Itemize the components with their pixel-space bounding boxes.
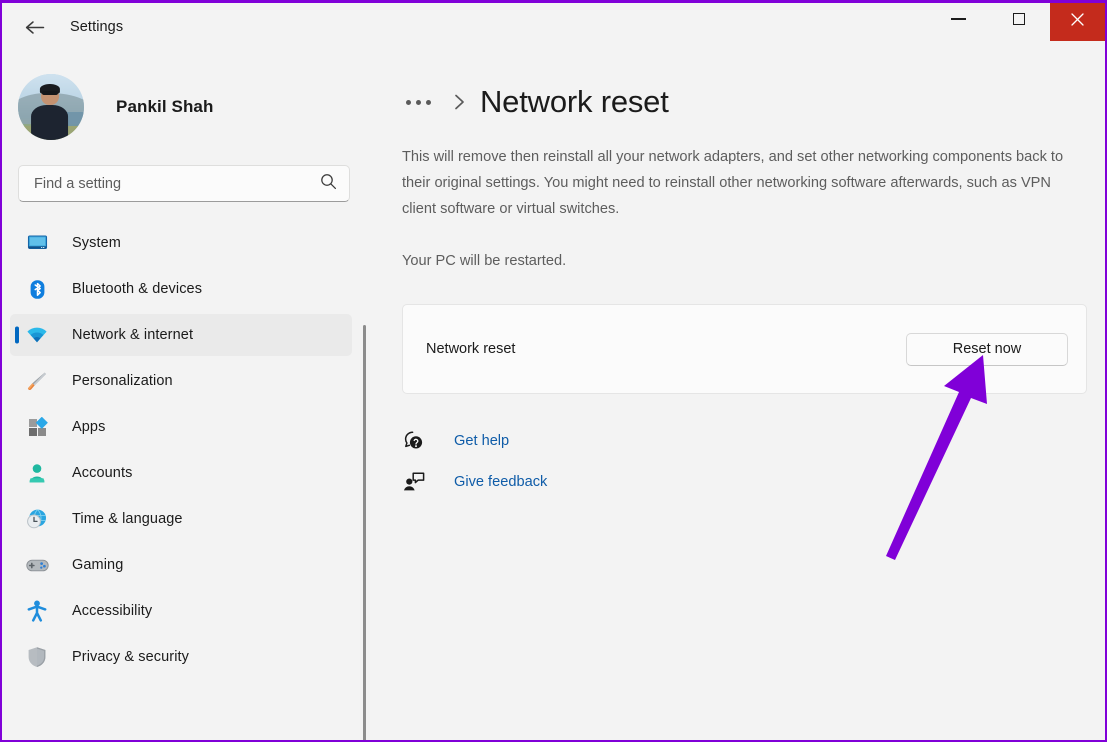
avatar bbox=[18, 73, 84, 140]
sidebar-item-bluetooth-devices[interactable]: Bluetooth & devices bbox=[10, 268, 352, 310]
page-description: This will remove then reinstall all your… bbox=[402, 149, 1064, 217]
link-label: Give feedback bbox=[454, 473, 548, 490]
back-arrow-icon bbox=[24, 19, 45, 36]
sidebar: Pankil Shah bbox=[2, 61, 366, 740]
monitor-icon bbox=[24, 231, 50, 255]
sidebar-item-label: Accounts bbox=[72, 465, 133, 481]
bluetooth-icon bbox=[24, 277, 50, 301]
wifi-icon bbox=[24, 323, 50, 347]
support-links: Get help Give feedback bbox=[402, 420, 1085, 502]
breadcrumb-overflow-button[interactable] bbox=[402, 94, 435, 111]
clock-globe-icon bbox=[24, 507, 50, 531]
chevron-right-icon bbox=[453, 93, 466, 111]
feedback-person-bubble-icon bbox=[402, 470, 426, 494]
close-button[interactable] bbox=[1050, 3, 1105, 41]
minimize-icon bbox=[950, 18, 966, 20]
user-profile[interactable]: Pankil Shah bbox=[2, 61, 366, 143]
shield-icon bbox=[24, 645, 50, 669]
sidebar-item-accounts[interactable]: Accounts bbox=[10, 452, 352, 494]
sidebar-item-system[interactable]: System bbox=[10, 222, 352, 264]
sidebar-scrollbar[interactable] bbox=[363, 325, 366, 740]
sidebar-item-time-language[interactable]: Time & language bbox=[10, 498, 352, 540]
help-question-bubble-icon bbox=[402, 429, 426, 453]
minimize-button[interactable] bbox=[928, 3, 988, 35]
sidebar-item-label: Time & language bbox=[72, 511, 183, 527]
gamepad-icon bbox=[24, 553, 50, 577]
get-help-link[interactable]: Get help bbox=[402, 420, 509, 461]
sidebar-item-label: Bluetooth & devices bbox=[72, 281, 203, 297]
card-label: Network reset bbox=[426, 341, 516, 357]
maximize-button[interactable] bbox=[988, 3, 1050, 35]
window-controls bbox=[928, 3, 1105, 41]
search-box[interactable] bbox=[18, 165, 350, 202]
sidebar-item-personalization[interactable]: Personalization bbox=[10, 360, 352, 402]
page-title: Network reset bbox=[480, 84, 669, 119]
reset-now-button[interactable]: Reset now bbox=[906, 332, 1068, 366]
sidebar-nav: System Bluetooth & devices bbox=[2, 222, 366, 702]
title-bar-left: Settings bbox=[2, 3, 123, 51]
title-bar: Settings bbox=[2, 3, 1105, 61]
network-reset-card: Network reset Reset now bbox=[402, 304, 1087, 394]
sidebar-item-label: Personalization bbox=[72, 373, 173, 389]
breadcrumb: Network reset bbox=[402, 75, 1085, 129]
sidebar-item-apps[interactable]: Apps bbox=[10, 406, 352, 448]
link-label: Get help bbox=[454, 432, 510, 449]
profile-name: Pankil Shah bbox=[116, 96, 214, 116]
sidebar-item-label: Apps bbox=[72, 419, 106, 435]
person-icon bbox=[24, 461, 50, 485]
paintbrush-icon bbox=[24, 369, 50, 393]
sidebar-item-privacy-security[interactable]: Privacy & security bbox=[10, 636, 352, 678]
sidebar-item-label: Network & internet bbox=[72, 327, 194, 343]
give-feedback-link[interactable]: Give feedback bbox=[402, 461, 547, 502]
apps-grid-icon bbox=[24, 415, 50, 439]
main-content: Network reset This will remove then rein… bbox=[366, 61, 1105, 740]
restart-note: Your PC will be restarted. bbox=[402, 253, 567, 269]
search-input[interactable] bbox=[34, 175, 320, 192]
sidebar-item-network-internet[interactable]: Network & internet bbox=[10, 314, 352, 356]
sidebar-item-gaming[interactable]: Gaming bbox=[10, 544, 352, 586]
maximize-icon bbox=[1013, 13, 1025, 25]
sidebar-item-label: Accessibility bbox=[72, 603, 153, 619]
search-icon bbox=[320, 173, 337, 195]
accessibility-person-icon bbox=[24, 599, 50, 623]
sidebar-item-label: Gaming bbox=[72, 557, 124, 573]
close-icon bbox=[1071, 13, 1084, 31]
sidebar-item-label: System bbox=[72, 235, 121, 251]
back-button[interactable] bbox=[16, 11, 52, 43]
app-title: Settings bbox=[70, 19, 124, 35]
sidebar-item-label: Privacy & security bbox=[72, 649, 190, 665]
sidebar-item-accessibility[interactable]: Accessibility bbox=[10, 590, 352, 632]
